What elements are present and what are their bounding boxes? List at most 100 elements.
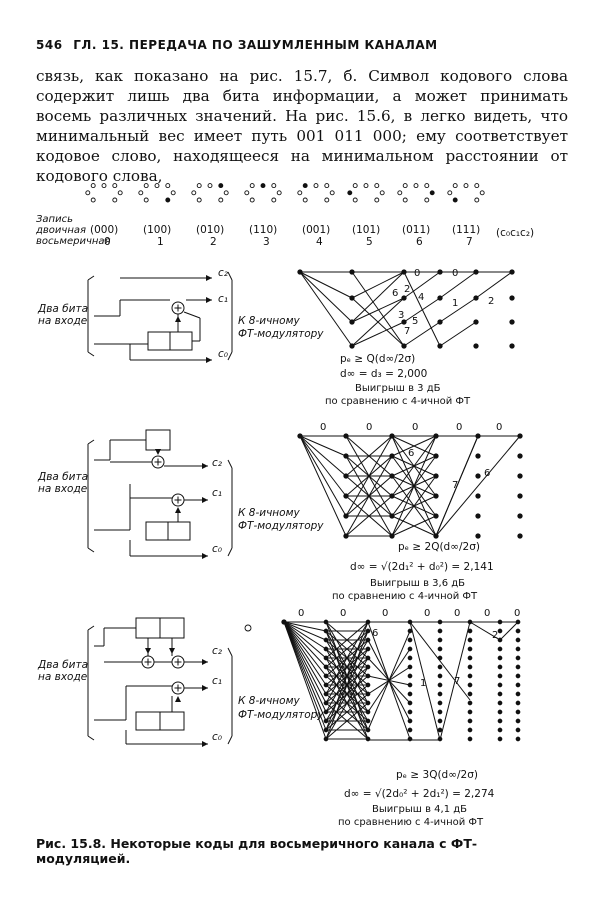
arrow-head [155, 449, 161, 455]
binary-6: (011) [402, 224, 430, 236]
trellis-node [517, 533, 523, 539]
trellis-edge [299, 435, 347, 497]
page-number: 546 [36, 38, 63, 52]
input-brace [87, 547, 95, 553]
constellation-point [85, 190, 91, 196]
arrow-head [202, 497, 208, 503]
constellation-point [165, 183, 171, 189]
constellation-point [429, 190, 435, 196]
trellis-1-label: 1 [452, 298, 458, 309]
encoder-3-out-c0: c₀ [212, 731, 223, 743]
mapping-row-labels: Запись двоичная восьмеричная [35, 214, 111, 247]
paragraph-text: связь, как показано на рис. 15.7, б. Сим… [36, 67, 568, 185]
trellis-node [475, 473, 481, 479]
trellis-node [323, 628, 329, 634]
trellis-edge [283, 621, 327, 677]
register-2 [159, 617, 185, 639]
arrow-head [206, 297, 212, 303]
trellis-node [517, 433, 523, 439]
register-2 [159, 711, 185, 731]
trellis-node [467, 646, 473, 652]
trellis-node [365, 700, 371, 706]
trellis-edge [283, 621, 327, 632]
constellation-point [207, 183, 213, 189]
trellis-node [343, 533, 349, 539]
trellis-edge [391, 475, 437, 537]
trellis-node [467, 718, 473, 724]
trellis-edge [439, 271, 477, 299]
figure-caption: Рис. 15.8. Некоторые коды для восьмеричн… [36, 836, 566, 866]
trellis-node [517, 453, 523, 459]
trellis-node [517, 493, 523, 499]
constellation-point [260, 183, 266, 189]
stray-mark [244, 624, 252, 632]
trellis-node [349, 295, 355, 301]
trellis-3-label: 6 [372, 628, 378, 639]
constellation-point [474, 197, 480, 203]
constellation-point [452, 183, 458, 189]
trellis-edge [345, 435, 393, 517]
trellis-node [437, 619, 443, 625]
bit-order-label: (c₀c₁c₂) [496, 227, 534, 239]
trellis-edge [299, 271, 353, 323]
constellation-point [463, 183, 469, 189]
trellis-edge [283, 621, 327, 740]
trellis-2-label: 6 [484, 468, 490, 479]
constellation-point [324, 197, 330, 203]
constellation-point [112, 197, 118, 203]
trellis-node [515, 718, 521, 724]
encoder-3-input-1: Два бита [37, 659, 88, 671]
trellis-edge [439, 321, 477, 347]
encoder-3-input-2: на входе [38, 671, 87, 683]
trellis-node [407, 691, 413, 697]
trellis-node [365, 655, 371, 661]
arrow-head [175, 696, 181, 702]
trellis-edge [283, 621, 327, 659]
trellis-2-label: 0 [456, 422, 462, 433]
trellis-node [497, 691, 503, 697]
trellis-node [497, 718, 503, 724]
constellation-point [249, 197, 255, 203]
trellis-2-labels: 0 0 0 0 0 6 6 7 [320, 422, 502, 491]
trellis-node [365, 619, 371, 625]
trellis-edge [299, 271, 353, 299]
trellis-3-label: 2 [492, 630, 498, 641]
binary-7: (111) [452, 224, 480, 236]
bus-brace [227, 459, 233, 469]
trellis-node [349, 343, 355, 349]
constellation-point [154, 183, 160, 189]
trellis-node [437, 718, 443, 724]
trellis-edge [351, 271, 405, 299]
binary-0: (000) [90, 224, 118, 236]
trellis-3-label: 7 [454, 676, 460, 687]
trellis-node [473, 269, 479, 275]
trellis-2-label: 0 [412, 422, 418, 433]
trellis-edge [283, 621, 327, 704]
encoder-2-out-c2: c₂ [212, 457, 223, 469]
octal-3: 3 [263, 236, 270, 248]
trellis-node [515, 637, 521, 643]
trellis-node [407, 637, 413, 643]
trellis-edge [403, 321, 441, 347]
trellis-node [365, 664, 371, 670]
constellation-point [223, 190, 229, 196]
trellis-node [437, 673, 443, 679]
trellis-node [467, 655, 473, 661]
encoder-1-dinf: d∞ = d₃ = 2,000 [340, 368, 427, 380]
trellis-edge [283, 621, 327, 695]
constellation-point [90, 183, 96, 189]
trellis-node [467, 673, 473, 679]
constellation-point [218, 197, 224, 203]
trellis-node [407, 718, 413, 724]
trellis-edge [351, 297, 405, 323]
trellis-node [497, 637, 503, 643]
trellis-node [407, 682, 413, 688]
constellation-point [302, 183, 308, 189]
trellis-node [497, 700, 503, 706]
trellis-node [475, 493, 481, 499]
arrow-head [206, 275, 212, 281]
trellis-1-label: 4 [418, 292, 424, 303]
trellis-node [407, 646, 413, 652]
trellis-node [401, 319, 407, 325]
constellation-point [313, 183, 319, 189]
